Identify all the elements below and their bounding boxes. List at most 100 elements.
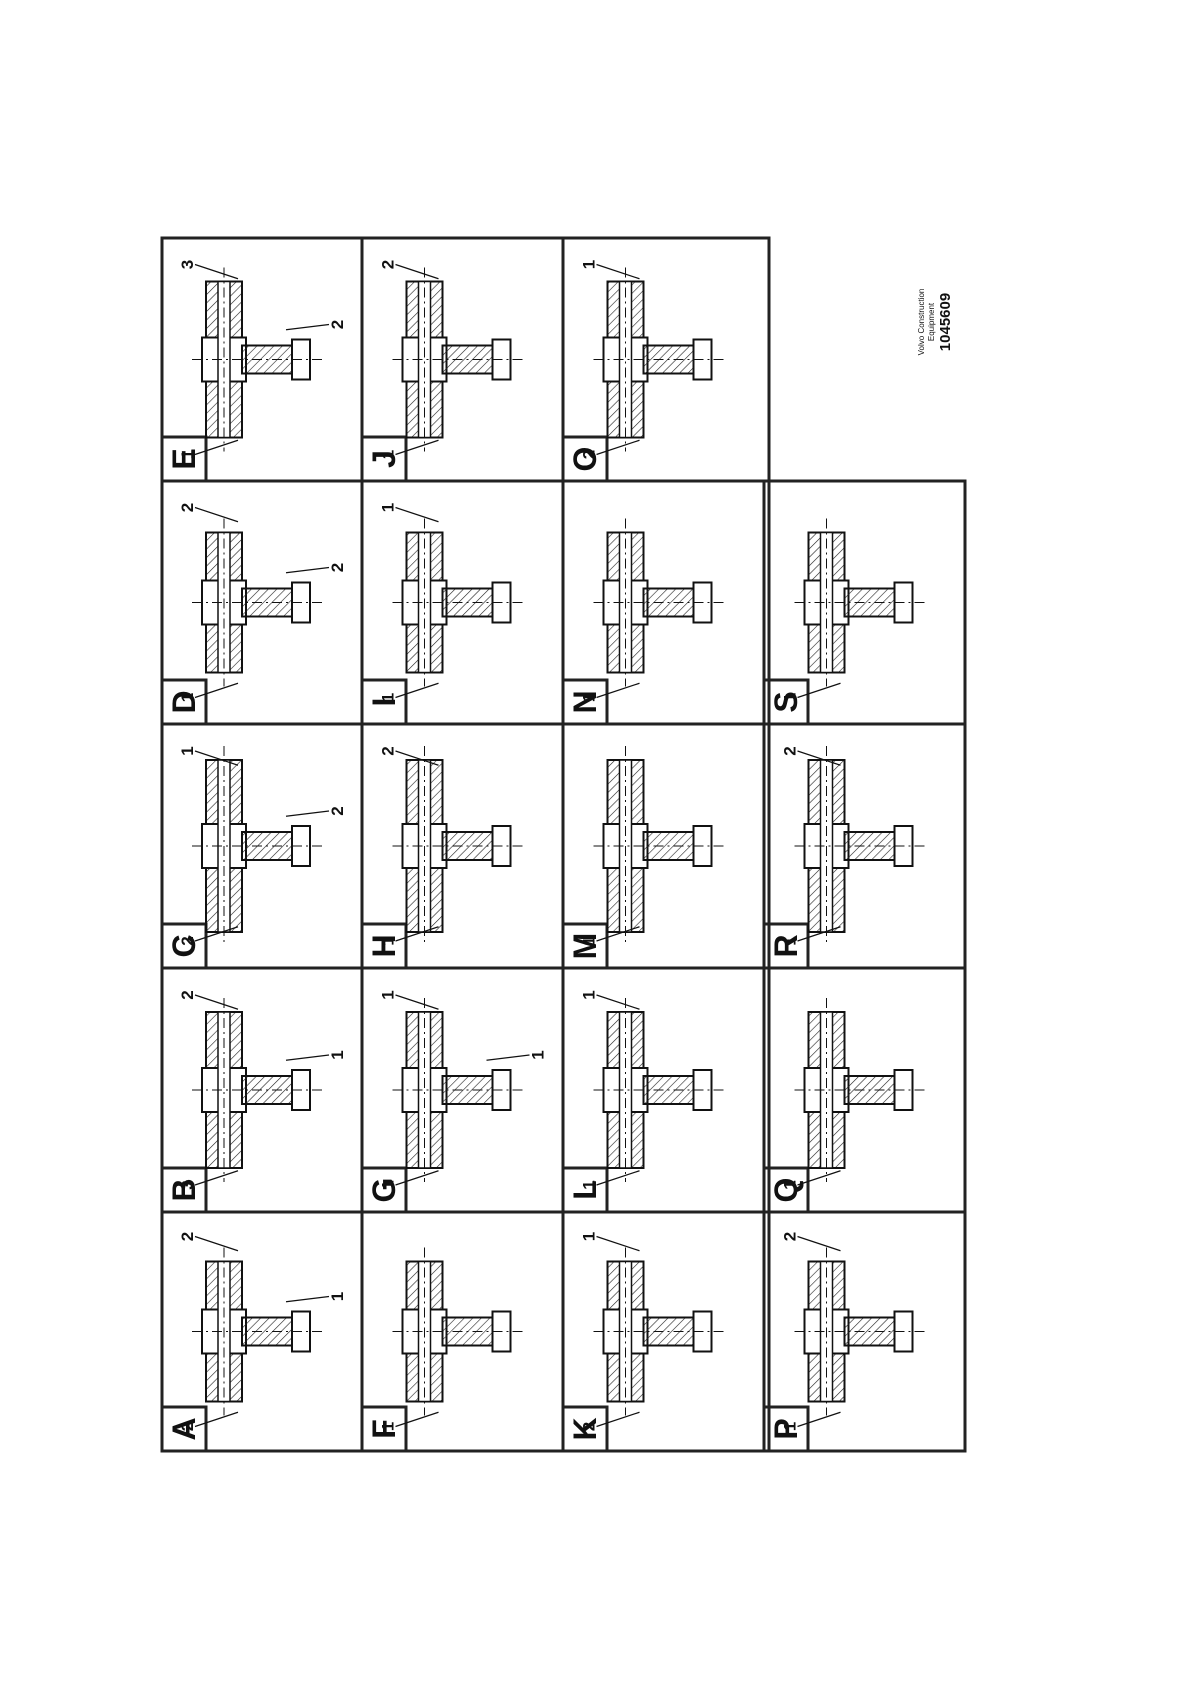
fitting-drawing xyxy=(794,1247,925,1416)
panel-letter: I xyxy=(366,698,402,707)
callout-label: 2 xyxy=(328,806,347,815)
callout-label: 2 xyxy=(781,746,800,755)
panel-letter: E xyxy=(166,448,202,469)
panel-letter-box xyxy=(360,922,408,970)
callout-label: 1 xyxy=(328,1050,347,1059)
callout-label: 1 xyxy=(379,990,398,999)
panel-letter-box xyxy=(160,1405,208,1453)
callout-label: 1 xyxy=(379,1422,398,1431)
callout-label: 3 xyxy=(178,260,197,269)
callout-label: 1 xyxy=(178,693,197,702)
panel-letter-box xyxy=(160,922,208,970)
fitting-drawing xyxy=(794,998,925,1182)
panel-letter-box xyxy=(360,678,408,726)
panel-letter: C xyxy=(166,934,202,957)
callout-label: 1 xyxy=(580,1232,599,1241)
callout-label: 2 xyxy=(379,260,398,269)
fitting-drawing xyxy=(794,518,925,687)
callout-label: 2 xyxy=(328,563,347,572)
fitting-drawing xyxy=(392,267,523,452)
panel-m: M1 xyxy=(561,746,724,970)
reference-block: Volvo Construction Equipment 1045609 xyxy=(917,289,954,356)
callout-label: 1 xyxy=(178,450,197,459)
panel-letter: Q xyxy=(768,1178,804,1203)
panel-letter-box xyxy=(360,1405,408,1453)
fitting-drawing xyxy=(192,998,322,1182)
panel-letter-box xyxy=(561,922,609,970)
panel-l: L11 xyxy=(561,990,724,1214)
panel-letter-box xyxy=(561,678,609,726)
panel-letter: D xyxy=(166,690,202,713)
fitting-drawing xyxy=(593,998,724,1182)
callout-label: 2 xyxy=(781,1232,800,1241)
fitting-drawing xyxy=(593,267,724,452)
callout-label: 1 xyxy=(379,936,398,945)
callout-label: 1 xyxy=(580,936,599,945)
callout-label: 1 xyxy=(580,260,599,269)
panel-letter-box xyxy=(762,1405,810,1453)
panel-h: H12 xyxy=(360,746,523,970)
callout-label: 1 xyxy=(328,1292,347,1301)
callout-label: 2 xyxy=(580,1422,599,1431)
callout-label: 2 xyxy=(178,990,197,999)
panel-letter-box xyxy=(561,1166,609,1214)
panel-letter: L xyxy=(567,1180,603,1200)
panel-letter-box xyxy=(762,678,810,726)
fitting-drawing xyxy=(593,1247,724,1416)
fitting-drawing xyxy=(392,518,523,687)
panel-letter: F xyxy=(366,1419,402,1439)
callout-label: 1 xyxy=(781,693,800,702)
callout-label: 1 xyxy=(781,936,800,945)
callout-label: 2 xyxy=(178,936,197,945)
panel-letter-box xyxy=(160,1166,208,1214)
panel-letter: N xyxy=(567,690,603,713)
panel-o: O2 1 xyxy=(561,260,724,483)
callout-label: 1 xyxy=(178,746,197,755)
fitting-drawing xyxy=(192,518,322,687)
panel-letter: K xyxy=(567,1417,603,1440)
fitting-drawing xyxy=(593,746,724,946)
panels-layer: A221B321C212D122E132F1G111H12I11J12K21L1… xyxy=(160,260,925,1453)
panel-letter-box xyxy=(762,1166,810,1214)
callout-label: 2 xyxy=(178,1422,197,1431)
callout-label: 1 xyxy=(379,503,398,512)
fitting-drawing xyxy=(593,518,724,687)
panel-letter-box xyxy=(160,678,208,726)
panel-letter: B xyxy=(166,1178,202,1201)
callout-label: 1 xyxy=(580,693,599,702)
callout-label: 3 xyxy=(178,1180,197,1189)
callout-label: 1 xyxy=(529,1050,548,1059)
panel-d: D1 2 2 xyxy=(160,503,347,726)
callout-label: 2 xyxy=(379,746,398,755)
panel-letter-box xyxy=(561,435,609,483)
panel-q: Q1 xyxy=(762,998,925,1214)
callout-label: 1 xyxy=(781,1422,800,1431)
callout-label: 2 xyxy=(178,503,197,512)
fitting-drawing xyxy=(794,746,925,946)
callout-label: 1 xyxy=(580,990,599,999)
reference-company-line2: Equipment xyxy=(927,302,936,341)
panel-n: N1 xyxy=(561,518,724,726)
fitting-drawing xyxy=(192,746,322,946)
panel-k: K2 1 xyxy=(561,1232,724,1453)
fitting-drawing xyxy=(192,267,322,452)
panel-letter: O xyxy=(567,447,603,472)
panel-letter-box xyxy=(762,922,810,970)
panel-letter-box xyxy=(160,435,208,483)
callout-label: 1 xyxy=(379,450,398,459)
callout-label: 1 xyxy=(580,1180,599,1189)
panel-letter: S xyxy=(768,691,804,712)
panel-b: B3 2 1 xyxy=(160,990,347,1214)
panel-letter: R xyxy=(768,934,804,957)
panel-letter: J xyxy=(366,450,402,468)
panel-letter: M xyxy=(567,933,603,960)
panel-letter: G xyxy=(366,1178,402,1203)
callout-label: 2 xyxy=(580,450,599,459)
callout-label: 1 xyxy=(379,1180,398,1189)
panel-s: S1 xyxy=(762,518,925,726)
